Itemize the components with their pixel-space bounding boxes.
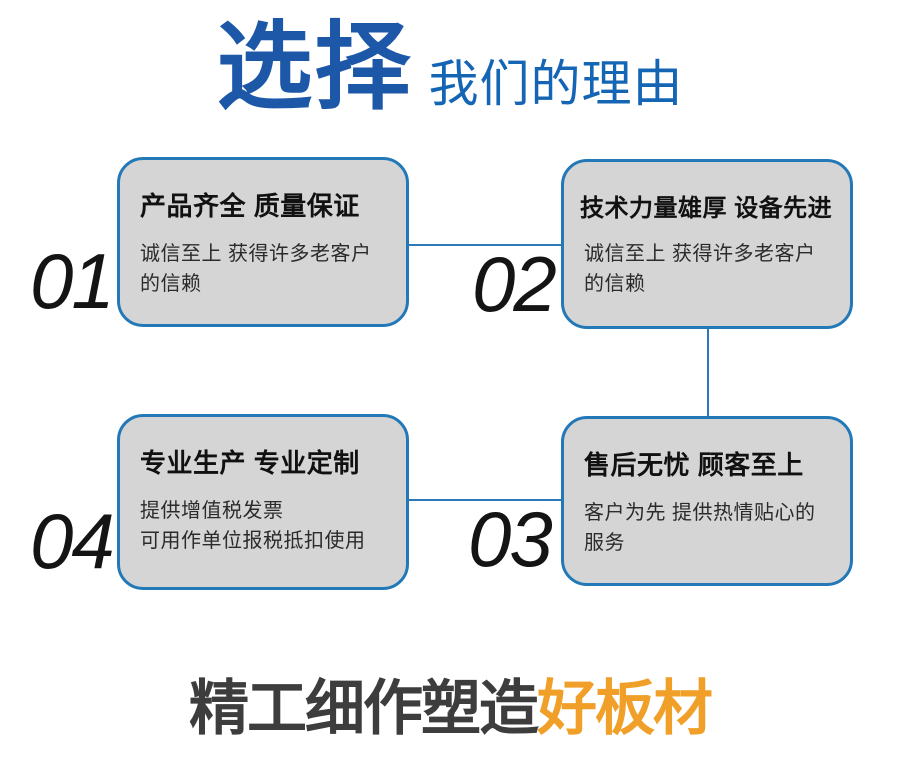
benefit-card-03: 售后无忧 顾客至上 客户为先 提供热情贴心的 服务 — [561, 416, 853, 586]
footer-slogan-dark: 精工细作塑造 — [189, 675, 539, 742]
page-title-highlight: 选择 — [216, 14, 413, 121]
page-title-suffix: 我们的理由 — [428, 56, 684, 112]
connector-line-top — [409, 244, 561, 246]
card-desc: 提供增值税发票 可用作单位报税抵扣使用 — [140, 500, 366, 552]
benefit-card-01: 产品齐全 质量保证 诚信至上 获得许多老客户 的信赖 — [117, 157, 409, 327]
connector-line-vertical — [707, 329, 709, 417]
card-desc: 诚信至上 获得许多老客户 的信赖 — [584, 243, 816, 295]
card-title: 售后无忧 顾客至上 — [584, 450, 804, 480]
card-desc: 客户为先 提供热情贴心的 服务 — [584, 502, 816, 554]
benefit-card-02: 技术力量雄厚 设备先进 诚信至上 获得许多老客户 的信赖 — [561, 159, 853, 329]
connector-line-bottom — [409, 499, 561, 501]
card-title: 产品齐全 质量保证 — [140, 191, 360, 221]
card-number-03: 03 — [468, 495, 553, 583]
card-desc: 诚信至上 获得许多老客户 的信赖 — [140, 243, 372, 295]
footer-slogan-accent: 好板材 — [537, 675, 713, 742]
card-title: 技术力量雄厚 设备先进 — [580, 195, 833, 222]
benefit-card-04: 专业生产 专业定制 提供增值税发票 可用作单位报税抵扣使用 — [117, 414, 409, 590]
footer-slogan: 精工细作塑造 好板材 — [0, 676, 900, 742]
page-title: 选择 我们的理由 — [0, 20, 900, 116]
card-title: 专业生产 专业定制 — [140, 448, 360, 478]
card-number-01: 01 — [30, 237, 115, 325]
card-number-04: 04 — [30, 497, 115, 585]
card-number-02: 02 — [472, 240, 557, 328]
